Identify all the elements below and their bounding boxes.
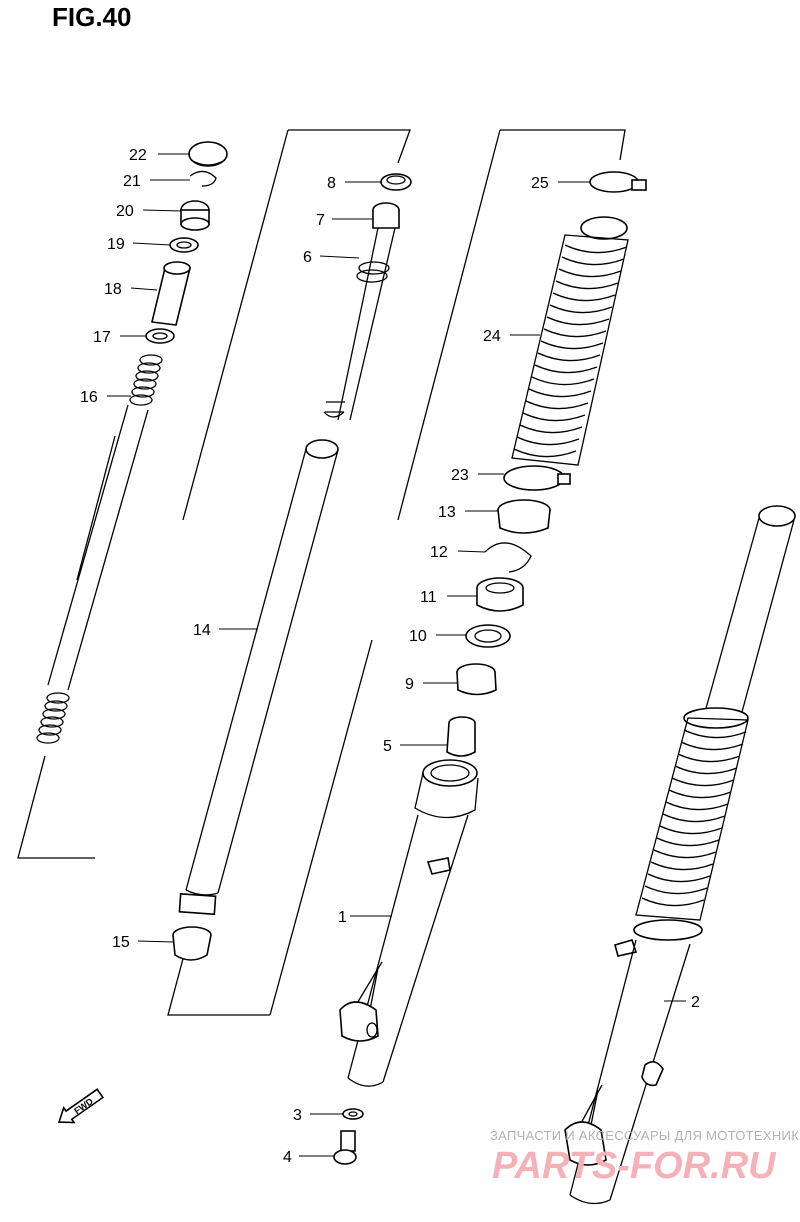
part-21-circlip[interactable] bbox=[189, 170, 217, 187]
part-19-washer[interactable] bbox=[169, 237, 199, 253]
part-17-spring-seat[interactable] bbox=[145, 328, 175, 344]
part-23-boot-clamp[interactable] bbox=[503, 465, 571, 491]
part-9-slide-bushing[interactable] bbox=[456, 663, 497, 696]
part-15-oil-lock-piece[interactable] bbox=[172, 926, 212, 961]
callout-8: 8 bbox=[327, 175, 336, 192]
part-20-cap-bolt[interactable] bbox=[180, 200, 210, 231]
part-1-outer-tube-left[interactable] bbox=[339, 759, 479, 1087]
part-10-washer[interactable] bbox=[465, 624, 511, 648]
part-22-cap[interactable] bbox=[188, 141, 228, 167]
callout-15: 15 bbox=[112, 934, 130, 951]
callout-14: 14 bbox=[193, 622, 211, 639]
group-outline-right bbox=[167, 129, 626, 1016]
callout-2: 2 bbox=[691, 994, 700, 1011]
callout-13: 13 bbox=[438, 504, 456, 521]
callout-9: 9 bbox=[405, 676, 414, 693]
fwd-direction-marker: FWD bbox=[57, 1088, 105, 1124]
callout-21: 21 bbox=[123, 173, 141, 190]
callout-17: 17 bbox=[93, 329, 111, 346]
part-8-ring[interactable] bbox=[380, 173, 412, 191]
figure-title: FIG.40 bbox=[52, 2, 132, 32]
watermark: ЗАПЧАСТИ И АКСЕССУАРЫ ДЛЯ МОТОТЕХНИКИ PA… bbox=[490, 1128, 800, 1187]
part-5-damper-piece[interactable] bbox=[446, 716, 476, 757]
callout-3: 3 bbox=[293, 1107, 302, 1124]
part-13-oil-seal[interactable] bbox=[497, 499, 551, 534]
callout-12: 12 bbox=[430, 544, 448, 561]
part-25-boot-clamp[interactable] bbox=[589, 171, 647, 193]
part-14-inner-tube[interactable] bbox=[178, 439, 339, 916]
callout-11: 11 bbox=[420, 589, 437, 606]
leader-lines bbox=[107, 153, 686, 1157]
part-18-spacer[interactable] bbox=[151, 261, 192, 326]
part-2-fork-assembly-right[interactable] bbox=[564, 505, 796, 1205]
callout-20: 20 bbox=[116, 203, 134, 220]
callout-25: 25 bbox=[531, 175, 549, 192]
part-11-guide-bushing[interactable] bbox=[476, 577, 524, 612]
part-3-gasket[interactable] bbox=[342, 1108, 364, 1120]
callout-24: 24 bbox=[483, 328, 501, 345]
part-4-bolt[interactable] bbox=[333, 1130, 357, 1165]
callout-18: 18 bbox=[104, 281, 122, 298]
callout-5: 5 bbox=[383, 738, 392, 755]
callout-7: 7 bbox=[316, 212, 325, 229]
part-7-damper-rod[interactable] bbox=[323, 202, 400, 421]
callout-19: 19 bbox=[107, 236, 125, 253]
watermark-tagline: ЗАПЧАСТИ И АКСЕССУАРЫ ДЛЯ МОТОТЕХНИКИ bbox=[490, 1128, 800, 1143]
callout-22: 22 bbox=[129, 147, 147, 164]
callout-1: 1 bbox=[338, 909, 347, 926]
part-16-fork-spring[interactable] bbox=[36, 354, 163, 744]
callout-10: 10 bbox=[409, 628, 427, 645]
callout-16: 16 bbox=[80, 389, 98, 406]
watermark-brand: PARTS-FOR.RU bbox=[492, 1145, 777, 1187]
callout-23: 23 bbox=[451, 467, 469, 484]
arrow-down-left-icon bbox=[57, 1088, 105, 1124]
group-outline-left bbox=[17, 129, 411, 859]
callout-6: 6 bbox=[303, 249, 312, 266]
part-24-fork-boot[interactable] bbox=[511, 216, 629, 466]
callout-numbers: 22 21 20 19 18 17 16 8 7 6 25 24 23 13 1… bbox=[80, 147, 700, 1166]
callout-4: 4 bbox=[283, 1149, 292, 1166]
part-12-stopper-ring[interactable] bbox=[484, 542, 532, 573]
